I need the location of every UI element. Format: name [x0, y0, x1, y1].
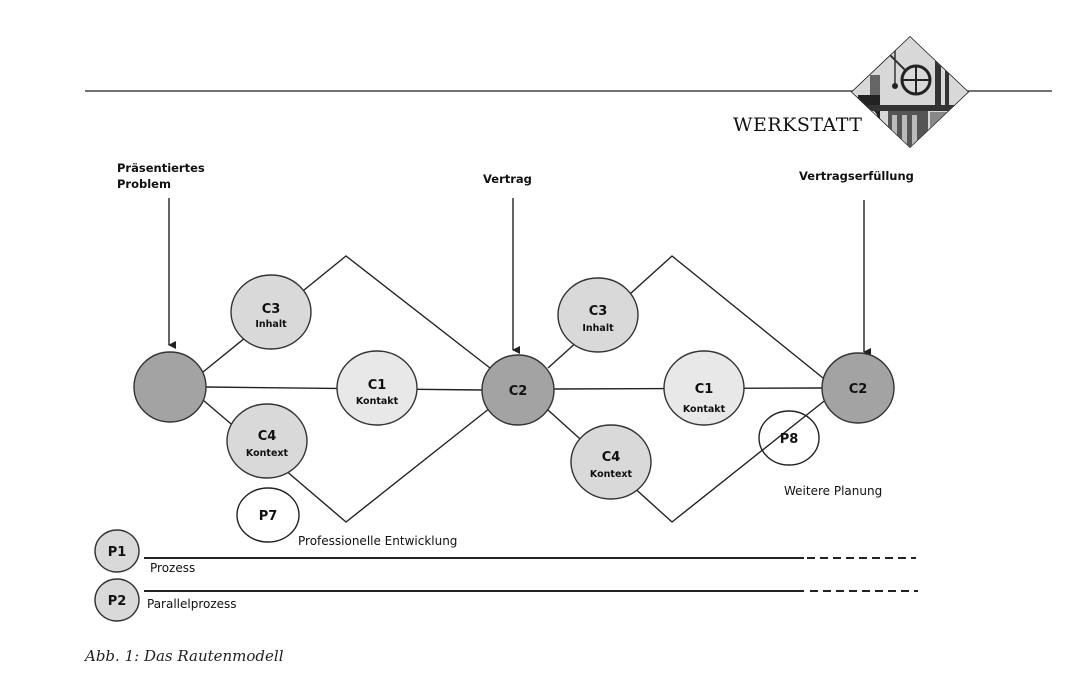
node-right-c3: C3 Inhalt: [557, 277, 639, 353]
node-left-c1-subtitle: Kontakt: [356, 396, 399, 407]
label-contract: Vertrag: [483, 172, 532, 186]
legend-p2: P2 Parallelprozess: [94, 578, 918, 622]
node-p8: P8: [758, 410, 820, 466]
node-start: [133, 351, 207, 423]
node-p8-title: P8: [780, 432, 799, 447]
node-p7: P7: [236, 487, 300, 543]
node-mid-c2-title: C2: [509, 384, 528, 399]
node-left-c1-title: C1: [368, 378, 387, 393]
node-right-c4-subtitle: Kontext: [590, 469, 633, 480]
node-right-c4-title: C4: [602, 450, 621, 465]
legend-p1: P1 Prozess: [94, 529, 916, 575]
node-end-c2-title: C2: [849, 382, 868, 397]
node-right-c1-subtitle: Kontakt: [683, 404, 726, 415]
label-presented-problem-1: Präsentiertes: [117, 161, 205, 175]
brand-title: WERKSTATT: [733, 114, 862, 136]
legend-p1-badge: P1: [108, 545, 127, 560]
werkstatt-logo-icon: [850, 35, 970, 149]
figure-caption: Abb. 1: Das Rautenmodell: [83, 647, 284, 665]
node-right-c4: C4 Kontext: [570, 424, 652, 500]
label-further-planning: Weitere Planung: [784, 484, 882, 498]
node-end-c2: C2: [821, 352, 895, 424]
legend-p2-label: Parallelprozess: [147, 597, 237, 611]
node-right-c1-title: C1: [695, 382, 714, 397]
node-right-c3-title: C3: [589, 304, 608, 319]
node-left-c4-subtitle: Kontext: [246, 448, 289, 459]
node-left-c1: C1 Kontakt: [336, 350, 418, 426]
node-left-c3-title: C3: [262, 302, 281, 317]
legend-p2-badge: P2: [108, 594, 127, 609]
node-left-c3: C3 Inhalt: [230, 274, 312, 350]
node-right-c1: C1 Kontakt: [663, 350, 745, 426]
label-presented-problem-2: Problem: [117, 177, 171, 191]
node-left-c4-title: C4: [258, 429, 277, 444]
node-right-c3-subtitle: Inhalt: [582, 323, 614, 334]
node-left-c4: C4 Kontext: [226, 403, 308, 479]
legend-p1-label: Prozess: [150, 561, 195, 575]
node-mid-c2: C2: [481, 354, 555, 426]
label-professional-development: Professionelle Entwicklung: [298, 534, 457, 548]
node-p7-title: P7: [259, 509, 278, 524]
label-contract-fulfillment: Vertragserfüllung: [799, 169, 914, 183]
node-left-c3-subtitle: Inhalt: [255, 319, 287, 330]
